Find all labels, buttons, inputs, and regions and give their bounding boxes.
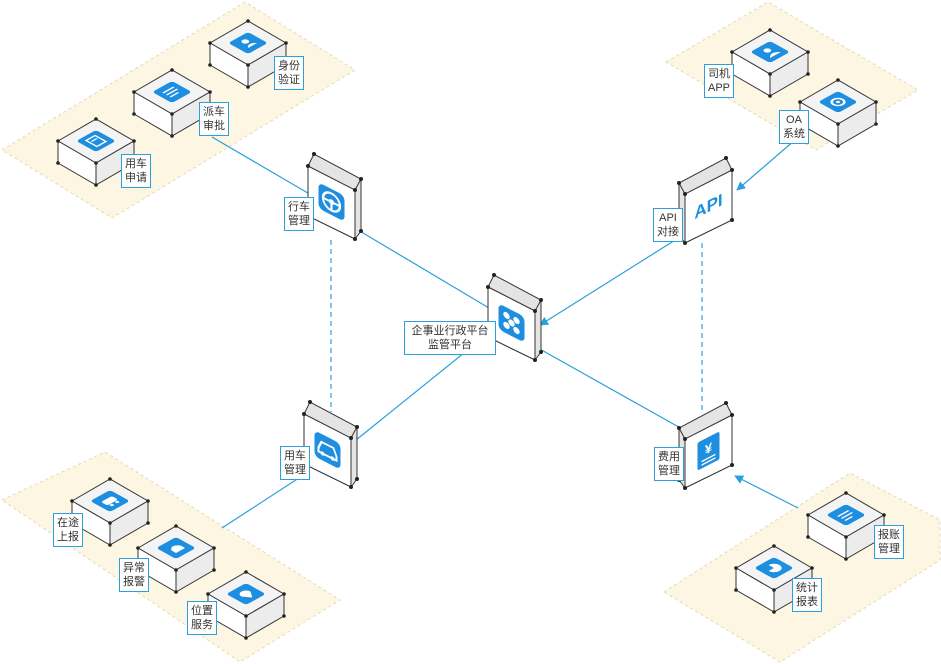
vehicle-application-label: 用车 申请 bbox=[121, 154, 151, 188]
driver-icon bbox=[751, 41, 789, 63]
settings-badge-icon bbox=[819, 91, 857, 113]
reimbursement-label: 报账 管理 bbox=[874, 525, 904, 559]
connector-center-cost bbox=[537, 347, 685, 431]
application-form-icon bbox=[77, 130, 115, 152]
oa-system-label: OA 系统 bbox=[779, 110, 809, 144]
leaf-node-identity[interactable] bbox=[208, 19, 288, 89]
connector-drive-center bbox=[357, 229, 490, 309]
connector-onroute-car bbox=[221, 473, 306, 529]
api-integration-label: API 对接 bbox=[653, 208, 683, 242]
yen-document-icon: ¥ bbox=[697, 432, 720, 470]
leaf-node-driver-app[interactable] bbox=[730, 28, 810, 98]
id-person-icon bbox=[229, 32, 267, 54]
dispatch-approval-label: 派车 审批 bbox=[199, 102, 229, 136]
leaf-node-apply[interactable] bbox=[56, 117, 136, 187]
leaf-node-on-route[interactable] bbox=[70, 477, 150, 547]
alarm-light-icon bbox=[157, 537, 195, 559]
abnormal-alarm-label: 异常 报警 bbox=[119, 558, 149, 592]
car-management-label: 用车 管理 bbox=[280, 446, 310, 480]
drive-management-node[interactable] bbox=[306, 152, 363, 241]
network-icon bbox=[498, 305, 525, 341]
connector-dispatch-drive bbox=[211, 136, 314, 197]
drive-management-label: 行车 管理 bbox=[284, 197, 314, 231]
connector-reimburse-cost bbox=[734, 475, 799, 509]
connector-oa-api bbox=[736, 139, 796, 191]
center-platform-label: 企事业行政平台 监管平台 bbox=[404, 321, 496, 355]
svg-text:¥: ¥ bbox=[705, 439, 713, 458]
pie-chart-icon bbox=[755, 557, 793, 579]
location-service-label: 位置 服务 bbox=[187, 601, 217, 635]
document-icon bbox=[153, 81, 191, 103]
connector-api-center bbox=[539, 236, 681, 326]
on-route-report-label: 在途 上报 bbox=[53, 513, 83, 547]
car-front-icon bbox=[91, 490, 129, 512]
location-pin-icon bbox=[227, 583, 265, 605]
identity-verification-label: 身份 验证 bbox=[274, 56, 304, 90]
cost-management-label: 费用 管理 bbox=[654, 447, 684, 481]
bill-icon bbox=[827, 504, 865, 526]
statistics-report-label: 统计 报表 bbox=[792, 578, 822, 612]
driver-app-label: 司机 APP bbox=[704, 64, 735, 98]
leaf-cubes bbox=[56, 19, 886, 640]
leaf-node-location[interactable] bbox=[206, 570, 286, 640]
car-icon bbox=[314, 432, 341, 468]
car-management-node[interactable] bbox=[302, 400, 359, 489]
steering-wheel-icon bbox=[318, 184, 345, 220]
